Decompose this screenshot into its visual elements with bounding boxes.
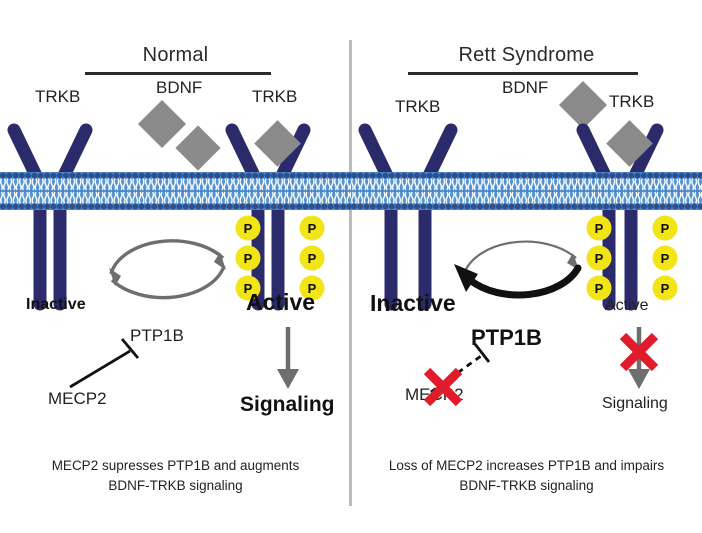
- svg-text:P: P: [595, 251, 604, 266]
- svg-text:P: P: [661, 281, 670, 296]
- ptp1b-label-rett: PTP1B: [471, 325, 542, 350]
- bdnf-diamond-icon-bound-normal: [254, 120, 301, 167]
- active-label-normal: Active: [246, 289, 316, 315]
- bdnf-label-normal: BDNF: [156, 78, 203, 97]
- caption-line-2-rett: BDNF-TRKB signaling: [459, 477, 594, 493]
- panel-rett: Rett Syndrome TRKB BDNF TRKB: [351, 0, 702, 533]
- svg-text:P: P: [308, 221, 317, 236]
- lipid-bilayer-icon-normal: [0, 172, 353, 210]
- svg-text:P: P: [595, 281, 604, 296]
- phospho-circle-icon-group-right-normal: P P P: [299, 215, 325, 301]
- caption-normal: MECP2 supresses PTP1B and augments BDNF-…: [0, 456, 351, 495]
- trkb-receptor-icon-inactive-1-rett: [358, 123, 398, 311]
- trkb-label-left-normal: TRKB: [35, 87, 81, 106]
- caption-rett: Loss of MECP2 increases PTP1B and impair…: [351, 456, 702, 495]
- ptp1b-label-normal: PTP1B: [130, 326, 184, 345]
- signaling-label-rett: Signaling: [602, 395, 668, 412]
- mecp2-label-normal: MECP2: [48, 389, 107, 408]
- svg-text:P: P: [244, 221, 253, 236]
- bdnf-label-rett: BDNF: [502, 78, 549, 97]
- panel-divider: [349, 40, 352, 506]
- svg-text:P: P: [661, 251, 670, 266]
- trkb-label-right-normal: TRKB: [252, 87, 298, 106]
- phospho-circle-icon-group-left-rett: P P P: [586, 215, 612, 301]
- bdnf-diamond-icon-free-2: [175, 125, 221, 171]
- svg-text:P: P: [308, 281, 317, 296]
- bdnf-diamond-icon-free-1-rett: [558, 80, 608, 130]
- title-underline-rett: [408, 72, 638, 75]
- svg-text:P: P: [244, 251, 253, 266]
- lipid-bilayer-icon-rett: [351, 172, 702, 210]
- trkb-label-right-rett: TRKB: [609, 92, 655, 111]
- panel-title-normal: Normal: [142, 44, 209, 66]
- cycle-arrows-icon-rett: [454, 240, 582, 299]
- svg-text:P: P: [595, 221, 604, 236]
- active-label-rett: Active: [605, 297, 649, 314]
- trkb-label-left-rett: TRKB: [395, 97, 441, 116]
- caption-line-1-rett: Loss of MECP2 increases PTP1B and impair…: [388, 458, 665, 473]
- title-underline-normal: [85, 72, 271, 75]
- down-arrow-icon-normal: [277, 327, 299, 389]
- red-x-icon-signaling-rett: [619, 332, 659, 372]
- panel-normal: Normal TRKB BDNF TRKB: [0, 44, 353, 495]
- inactive-label-normal: Inactive: [26, 296, 86, 313]
- panel-title-rett: Rett Syndrome: [458, 44, 595, 66]
- caption-line-2-normal: BDNF-TRKB signaling: [108, 477, 243, 493]
- phospho-circle-icon-group-left-normal: P P P: [235, 215, 261, 301]
- caption-line-1-normal: MECP2 supresses PTP1B and augments: [51, 458, 300, 473]
- bdnf-diamond-icon-bound-rett: [606, 120, 653, 167]
- signaling-label-normal: Signaling: [240, 393, 335, 416]
- svg-text:P: P: [244, 281, 253, 296]
- svg-text:P: P: [661, 221, 670, 236]
- cycle-arrows-icon-normal: [109, 239, 226, 300]
- t-bar-inhibition-icon-normal: [69, 338, 140, 389]
- inactive-label-rett: Inactive: [370, 290, 456, 316]
- bdnf-diamond-icon-free-1: [137, 99, 187, 149]
- red-x-icon-mecp2-rett: [423, 367, 463, 407]
- phospho-circle-icon-group-right-rett: P P P: [652, 215, 678, 301]
- t-bar-inhibition-icon-dashed-rett: [430, 343, 491, 394]
- svg-text:P: P: [308, 251, 317, 266]
